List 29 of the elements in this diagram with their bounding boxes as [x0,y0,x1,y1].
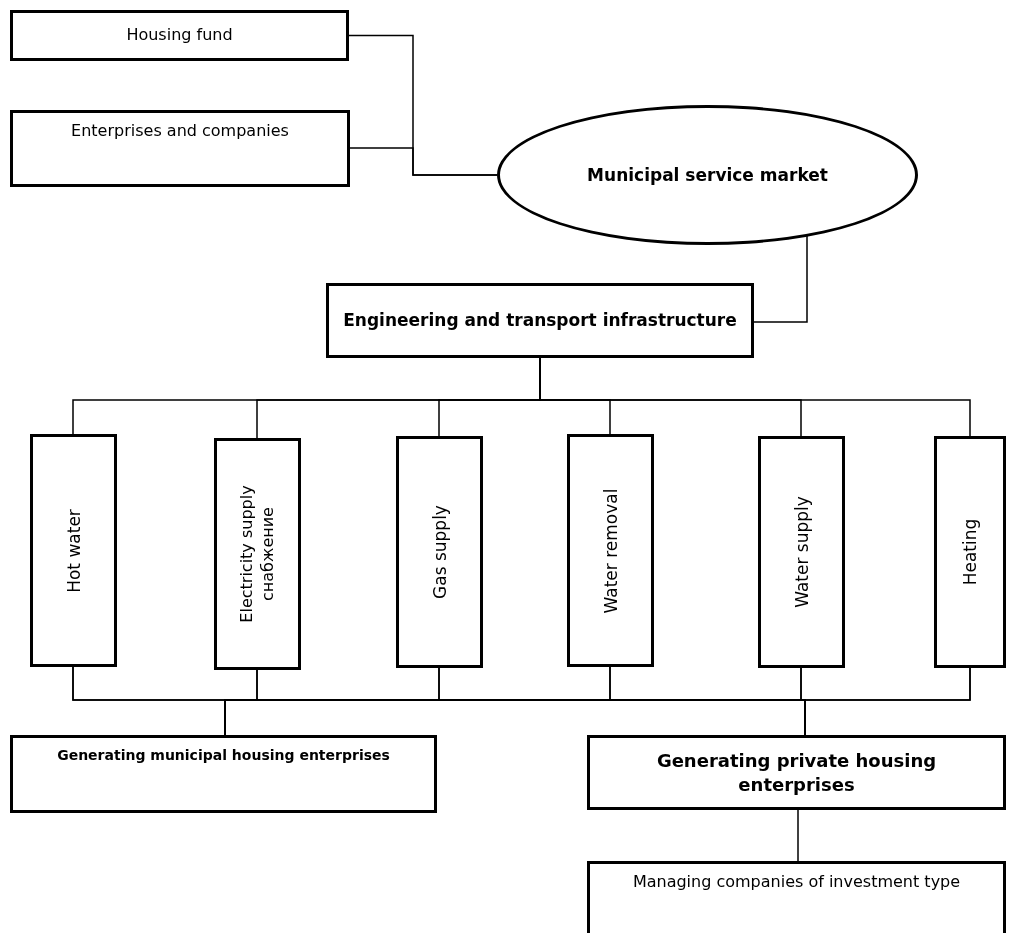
node-label: Generating municipal housing enterprises [57,746,390,765]
node-label: Engineering and transport infrastructure [343,309,737,332]
process-box [10,735,437,813]
process-box [587,861,1006,933]
node-label: Gas supply [428,504,451,601]
vertical-box [567,434,654,667]
process-box [326,283,754,358]
vertical-box [396,436,483,668]
node-label: Enterprises and companies [71,121,289,142]
vertical-box [758,436,845,668]
connector-line [349,147,498,176]
node-label: Electricity supply снабжение [236,484,278,625]
connector-line [804,667,971,736]
vertical-box [30,434,117,667]
process-box [10,10,349,61]
connector-line [753,234,808,323]
node-label: Housing fund [126,25,233,46]
node-label: Heating [958,517,981,588]
node-label: Hot water [62,507,85,595]
node-label: Water removal [599,487,622,615]
vertical-box [214,438,301,670]
process-box [10,110,350,187]
node-label: Managing companies of investment type [632,872,961,893]
node-label: Generating private housing enterprises [655,749,938,796]
vertical-box [934,436,1006,668]
node-label: Water supply [790,495,813,610]
node-label: Municipal service market [587,163,828,187]
process-box [587,735,1006,810]
connector-line [797,809,799,862]
